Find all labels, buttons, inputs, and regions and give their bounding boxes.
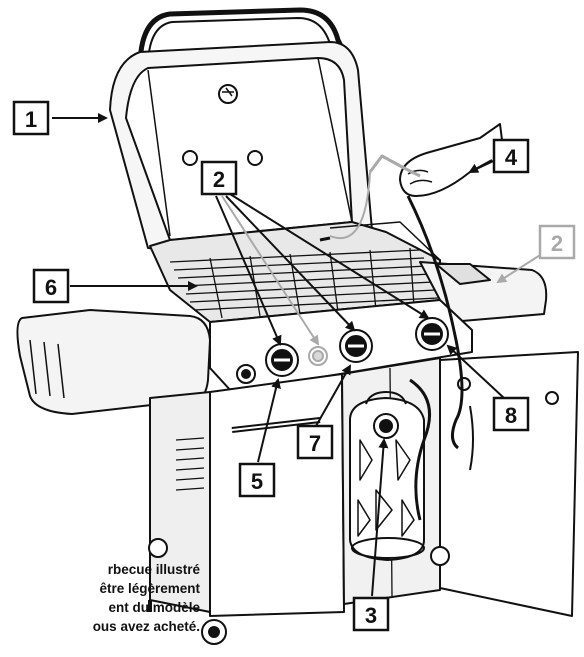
svg-text:1: 1 <box>25 107 37 132</box>
control-knob-right <box>416 318 448 350</box>
svg-text:7: 7 <box>309 431 321 456</box>
svg-text:6: 6 <box>45 275 57 300</box>
caster-right <box>431 547 449 565</box>
control-knob-left <box>266 344 298 376</box>
callout-6: 6 <box>34 270 68 302</box>
callout-3: 3 <box>354 598 388 630</box>
svg-text:2: 2 <box>551 231 563 256</box>
callout-5: 5 <box>240 464 274 496</box>
grill-illustration <box>17 10 578 644</box>
callout-8: 8 <box>494 398 528 430</box>
svg-text:3: 3 <box>365 603 377 628</box>
callout-4: 4 <box>494 140 528 172</box>
callout-2-side-burner: 2 <box>540 226 574 258</box>
callout-1: 1 <box>14 102 48 134</box>
propane-tank <box>350 392 424 560</box>
callout-2: 2 <box>202 162 236 194</box>
hand-illustration <box>400 124 504 196</box>
caption-line-1: rbecue illustré <box>0 560 200 579</box>
caster-left-back <box>149 539 167 557</box>
model-disclaimer-caption: rbecue illustré être légèrement ent du m… <box>0 560 200 636</box>
caption-line-3: ent du modèle <box>0 598 200 617</box>
caption-line-2: être légèrement <box>0 579 200 598</box>
svg-text:2: 2 <box>213 167 225 192</box>
svg-text:8: 8 <box>505 403 517 428</box>
control-knob-center-dim <box>309 347 327 365</box>
svg-text:5: 5 <box>251 469 263 494</box>
control-knob-middle <box>340 330 372 362</box>
svg-text:4: 4 <box>505 145 518 170</box>
callout-7: 7 <box>298 426 332 458</box>
caption-line-4: ous avez acheté. <box>0 617 200 636</box>
